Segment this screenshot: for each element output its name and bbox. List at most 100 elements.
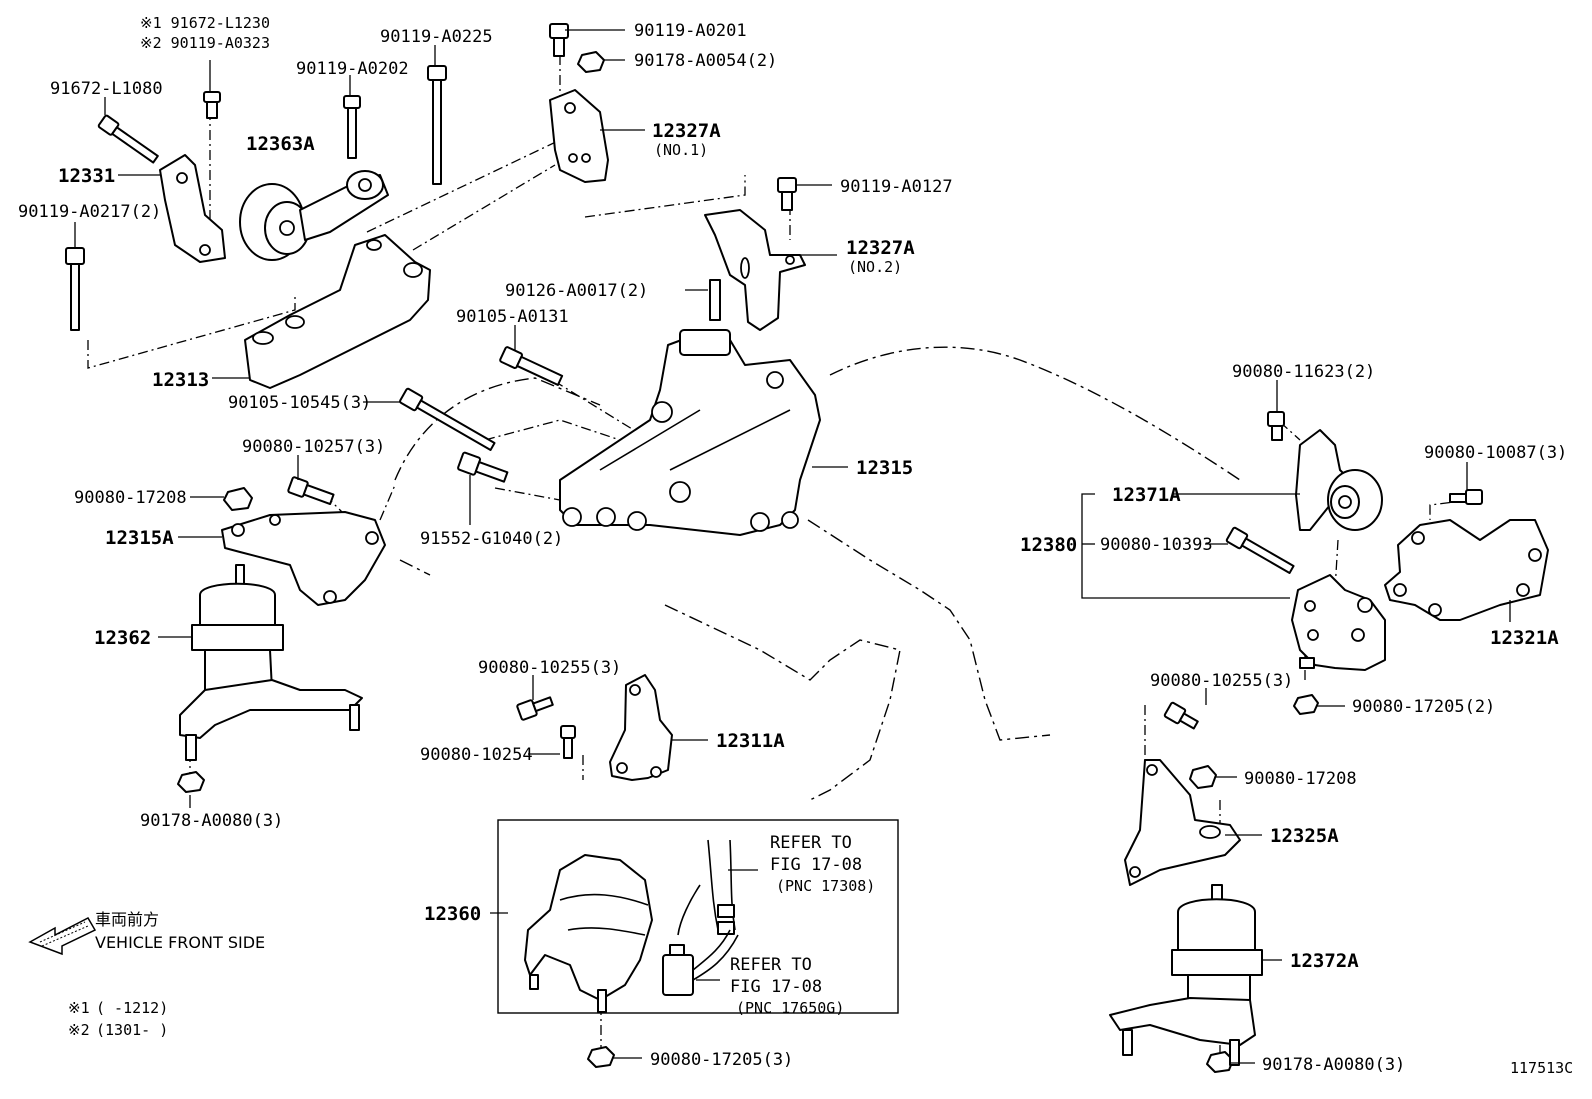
label-90080-17208-right: 90080-17208 [1244,769,1357,789]
label-12360: 12360 [424,903,481,925]
label-pnc-17650G: (PNC 17650G) [736,999,844,1017]
bracket-12311A [609,674,673,781]
label-12327A-no2: 12327A [846,237,915,259]
hose-assembly-17308 [677,839,736,936]
label-90119-A0202: 90119-A0202 [296,59,409,79]
nut-90178-A0080-left [177,771,205,793]
vsv-17650G [662,929,739,996]
front-arrow-icon [28,917,97,956]
leader-lines [74,29,1511,1064]
bolt-90080-10257 [287,476,335,506]
bracket-12313 [244,234,431,389]
label-90178-A0054: 90178-A0054(2) [634,51,777,71]
label-91672-L1080: 91672-L1080 [50,79,163,99]
label-90105-A0131: 90105-A0131 [456,307,569,327]
inset-box-12360 [497,819,899,1014]
bolt-90119-A0201 [549,23,569,57]
bolt-90105-10545 [399,387,496,451]
label-12315A: 12315A [105,527,174,549]
label-90105-10545: 90105-10545(3) [228,393,371,413]
label-12380: 12380 [1020,534,1077,556]
label-12327A-no1-sub: (NO.1) [654,141,708,159]
label-90080-17205-bottom: 90080-17205(3) [650,1050,793,1070]
bolt-90080-10254 [560,725,576,759]
bolt-91672-L1080 [97,114,159,164]
label-90119-A0323: ※2 90119-A0323 [140,34,270,52]
label-90080-10393: 90080-10393 [1100,535,1213,555]
label-12372A: 12372A [1290,950,1359,972]
label-90178-A0080-right: 90178-A0080(3) [1262,1055,1405,1075]
note-2-mark: ※2 [68,1021,90,1039]
front-side-jp: 車両前方 [95,910,159,929]
label-pnc-17308: (PNC 17308) [776,877,875,895]
label-90080-11623: 90080-11623(2) [1232,362,1375,382]
bracket-12315 [559,329,821,536]
note-2-text: (1301- ) [96,1021,168,1039]
label-12321A: 12321A [1490,627,1559,649]
nut-90080-17205-bottom [587,1046,615,1068]
label-90119-A0127: 90119-A0127 [840,177,953,197]
label-90080-10255-center: 90080-10255(3) [478,658,621,678]
label-90080-10257: 90080-10257(3) [242,437,385,457]
nut-90080-17208-right [1189,765,1217,789]
label-90080-17205-right: 90080-17205(2) [1352,697,1495,717]
stud-90126-A0017 [709,279,721,321]
label-90080-10254: 90080-10254 [420,745,533,765]
nut-90080-17205-right [1293,694,1319,715]
label-12363A: 12363A [246,133,315,155]
bracket-12327A-no1 [549,89,609,183]
label-90126-A0017: 90126-A0017(2) [505,281,648,301]
label-12315: 12315 [856,457,913,479]
mount-12371A [1295,429,1383,531]
mount-12362 [179,564,363,761]
label-90080-10087: 90080-10087(3) [1424,443,1567,463]
bolt-90080-10393 [1225,526,1295,574]
bolt-90119-A0225 [427,65,447,185]
label-90178-A0080-left: 90178-A0080(3) [140,811,283,831]
label-12311A: 12311A [716,730,785,752]
bolt-90119-A0323 [203,91,221,119]
bolt-90119-A0217 [65,247,85,331]
label-90119-A0225: 90119-A0225 [380,27,493,47]
mount-12372A [1109,884,1263,1066]
bolt-90080-10255-right [1163,701,1199,730]
label-12331: 12331 [58,165,115,187]
nut-90178-A0054 [577,51,605,73]
bracket-12315A [221,511,386,606]
label-91672-L1230: ※1 91672-L1230 [140,14,270,32]
note-1-text: ( -1212) [96,999,168,1017]
bolt-90119-A0127 [777,177,797,211]
bolt-91552-G1040 [457,451,509,483]
engine-outline-phantom [379,346,1241,801]
label-90080-17208-left: 90080-17208 [74,488,187,508]
bracket-12327A-no2 [704,209,806,331]
nut-90080-17208-left [223,487,253,511]
part-labels: ※1 91672-L1230 ※2 90119-A0323 90119-A022… [18,14,1567,1075]
bracket-12321A [1384,519,1549,621]
label-90119-A0217: 90119-A0217(2) [18,202,161,222]
diagram-id: 117513C [1510,1059,1573,1077]
label-12325A: 12325A [1270,825,1339,847]
front-side-en: VEHICLE FRONT SIDE [95,933,265,952]
label-12371A: 12371A [1112,484,1181,506]
bolt-90080-10255-center [516,696,554,721]
nut-90178-A0080-right [1206,1051,1234,1073]
bolt-90080-10087 [1449,489,1483,505]
mount-12360 [524,854,653,1013]
bracket-12380-lower [1291,574,1386,671]
label-91552-G1040: 91552-G1040(2) [420,529,563,549]
label-12327A-no1: 12327A [652,120,721,142]
label-12327A-no2-sub: (NO.2) [848,258,902,276]
mount-12363A [239,170,389,261]
note-1-mark: ※1 [68,999,90,1017]
bolt-90119-A0202 [343,95,361,159]
label-refer-to-2: REFER TO [730,955,812,975]
label-12362: 12362 [94,627,151,649]
bolt-90105-A0131 [499,346,564,386]
label-fig-17-08-1: FIG 17-08 [770,855,862,875]
bracket-12325A [1124,759,1241,886]
label-12313: 12313 [152,369,209,391]
label-90119-A0201: 90119-A0201 [634,21,747,41]
bracket-12331 [159,154,226,263]
